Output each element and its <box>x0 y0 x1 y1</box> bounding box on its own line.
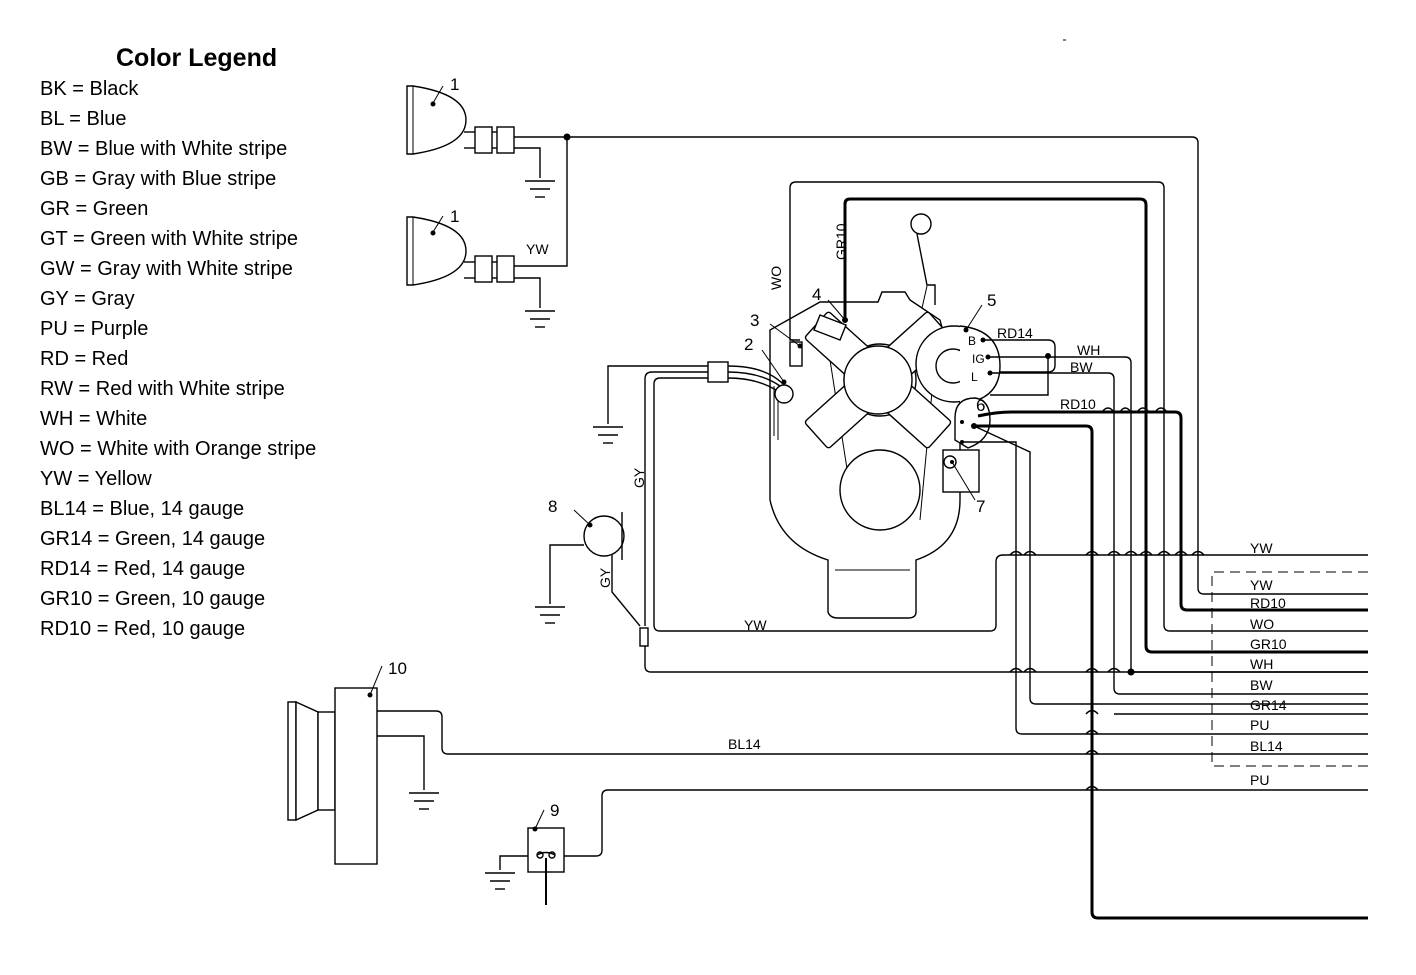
label-5: 5 <box>987 291 996 310</box>
harness-label: PU <box>1250 717 1269 733</box>
label-bw: BW <box>1070 359 1093 375</box>
sensor-8: 8 GY <box>535 497 641 627</box>
label-6: 6 <box>976 396 985 415</box>
legend-entry: RD = Red <box>40 348 129 370</box>
label-wh: WH <box>1077 342 1100 358</box>
label-rd10: RD10 <box>1060 396 1096 412</box>
legend-entry: PU = Purple <box>40 318 149 340</box>
solenoid-6: 6 <box>954 396 991 449</box>
headlight-bottom: 1 YW <box>406 137 568 328</box>
legend-entry: BW = Blue with White stripe <box>40 138 288 160</box>
harness-label: PU <box>1250 772 1269 788</box>
label-7: 7 <box>976 497 985 516</box>
legend-entry: BL = Blue <box>40 108 127 130</box>
legend-entry: WO = White with Orange stripe <box>40 438 317 460</box>
legend-entry: RD10 = Red, 10 gauge <box>40 618 246 640</box>
alternator: 5 B IG L <box>915 291 1001 405</box>
color-legend: Color Legend BK = Black BL = Blue BW = Blu… <box>40 42 370 644</box>
label-bl14: BL14 <box>728 736 761 752</box>
label-1-top: 1 <box>450 75 459 94</box>
legend-entry: GW = Gray with White stripe <box>40 258 293 280</box>
legend-entry: RW = Red with White stripe <box>40 378 285 400</box>
label-10: 10 <box>388 659 407 678</box>
legend-entry: GR10 = Green, 10 gauge <box>40 588 266 610</box>
legend-entry: GR14 = Green, 14 gauge <box>40 528 266 550</box>
crossing-hops <box>1009 407 1205 791</box>
legend-entry: BL14 = Blue, 14 gauge <box>40 498 245 520</box>
legend-list: BK = Black BL = Blue BW = Blue with White … <box>40 74 370 644</box>
label-wo: WO <box>768 266 784 290</box>
label-yw-bottom: YW <box>744 617 767 633</box>
legend-entry: GB = Gray with Blue stripe <box>40 168 277 190</box>
label-1-bottom: 1 <box>450 207 459 226</box>
label-gr10: GR10 <box>833 223 849 260</box>
harness-label: WO <box>1250 616 1274 632</box>
harness-label: YW <box>1250 540 1273 556</box>
label-gy-upper: GY <box>631 467 647 488</box>
harness-label: GR14 <box>1250 697 1287 713</box>
legend-entry: WH = White <box>40 408 148 430</box>
ground-symbol-headlight-top <box>525 180 555 198</box>
harness-label: BL14 <box>1250 738 1283 754</box>
label-8: 8 <box>548 497 557 516</box>
legend-title: Color Legend <box>116 44 278 72</box>
relay-7: 7 <box>942 449 985 516</box>
terminal-l: L <box>971 370 978 384</box>
switch-9: 9 <box>485 789 1368 905</box>
harness-label: GR10 <box>1250 636 1287 652</box>
legend-entry: GT = Green with White stripe <box>40 228 299 250</box>
headlight-top: 1 <box>406 75 567 198</box>
label-2: 2 <box>744 335 753 354</box>
label-4: 4 <box>812 285 821 304</box>
label-rd14: RD14 <box>997 325 1033 341</box>
label-yw-lights: YW <box>526 241 549 257</box>
legend-entry: RD14 = Red, 14 gauge <box>40 558 246 580</box>
terminal-b: B <box>968 334 976 348</box>
ground-symbol-headlight-bottom <box>525 310 555 328</box>
pulley-10: 10 BL14 <box>287 659 1368 865</box>
engine <box>769 213 961 619</box>
label-9: 9 <box>550 801 559 820</box>
legend-entry: GR = Green <box>40 198 149 220</box>
terminal-ig: IG <box>972 352 985 366</box>
ground-symbol-sender <box>593 426 623 444</box>
label-gy-lower: GY <box>597 567 613 588</box>
label-3: 3 <box>750 311 759 330</box>
harness-label: BW <box>1250 677 1273 693</box>
legend-entry: GY = Gray <box>40 288 135 310</box>
harness-label: RD10 <box>1250 595 1286 611</box>
harness-label: WH <box>1250 656 1273 672</box>
legend-entry: YW = Yellow <box>40 468 152 490</box>
legend-entry: BK = Black <box>40 78 139 100</box>
harness-label: YW <box>1250 577 1273 593</box>
